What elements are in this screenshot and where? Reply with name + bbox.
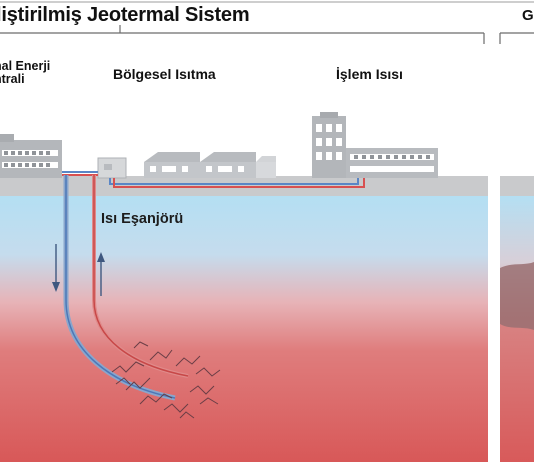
power-plant-building bbox=[0, 134, 62, 178]
fracture-network bbox=[111, 341, 221, 419]
power-plant-label-line1: nal Enerji bbox=[0, 59, 51, 73]
down-flow-arrow-icon bbox=[52, 244, 60, 292]
underground-right bbox=[500, 196, 534, 462]
injection-well-pipe bbox=[63, 175, 176, 401]
heat-exchanger-unit bbox=[97, 157, 127, 179]
district-heating-houses bbox=[144, 152, 276, 178]
panel-separator bbox=[488, 176, 500, 462]
process-heat-label: İşlem Isısı bbox=[336, 66, 403, 82]
ground-surface-right bbox=[500, 176, 534, 196]
diagram-title: liştirilmiş Jeotermal Sistem bbox=[0, 4, 250, 26]
right-panel-title: G bbox=[522, 7, 534, 24]
reservoir-layer-right bbox=[500, 262, 534, 330]
power-plant-label: nal Enerji ntrali bbox=[0, 60, 50, 86]
industrial-buildings bbox=[312, 112, 438, 178]
production-well-pipe bbox=[92, 175, 189, 378]
underground bbox=[0, 196, 488, 462]
heat-exchanger-label: Isı Eşanjörü bbox=[101, 211, 184, 227]
district-heating-label: Bölgesel Isıtma bbox=[113, 66, 216, 82]
power-plant-label-line2: ntrali bbox=[0, 72, 25, 86]
up-flow-arrow-icon bbox=[97, 252, 105, 296]
